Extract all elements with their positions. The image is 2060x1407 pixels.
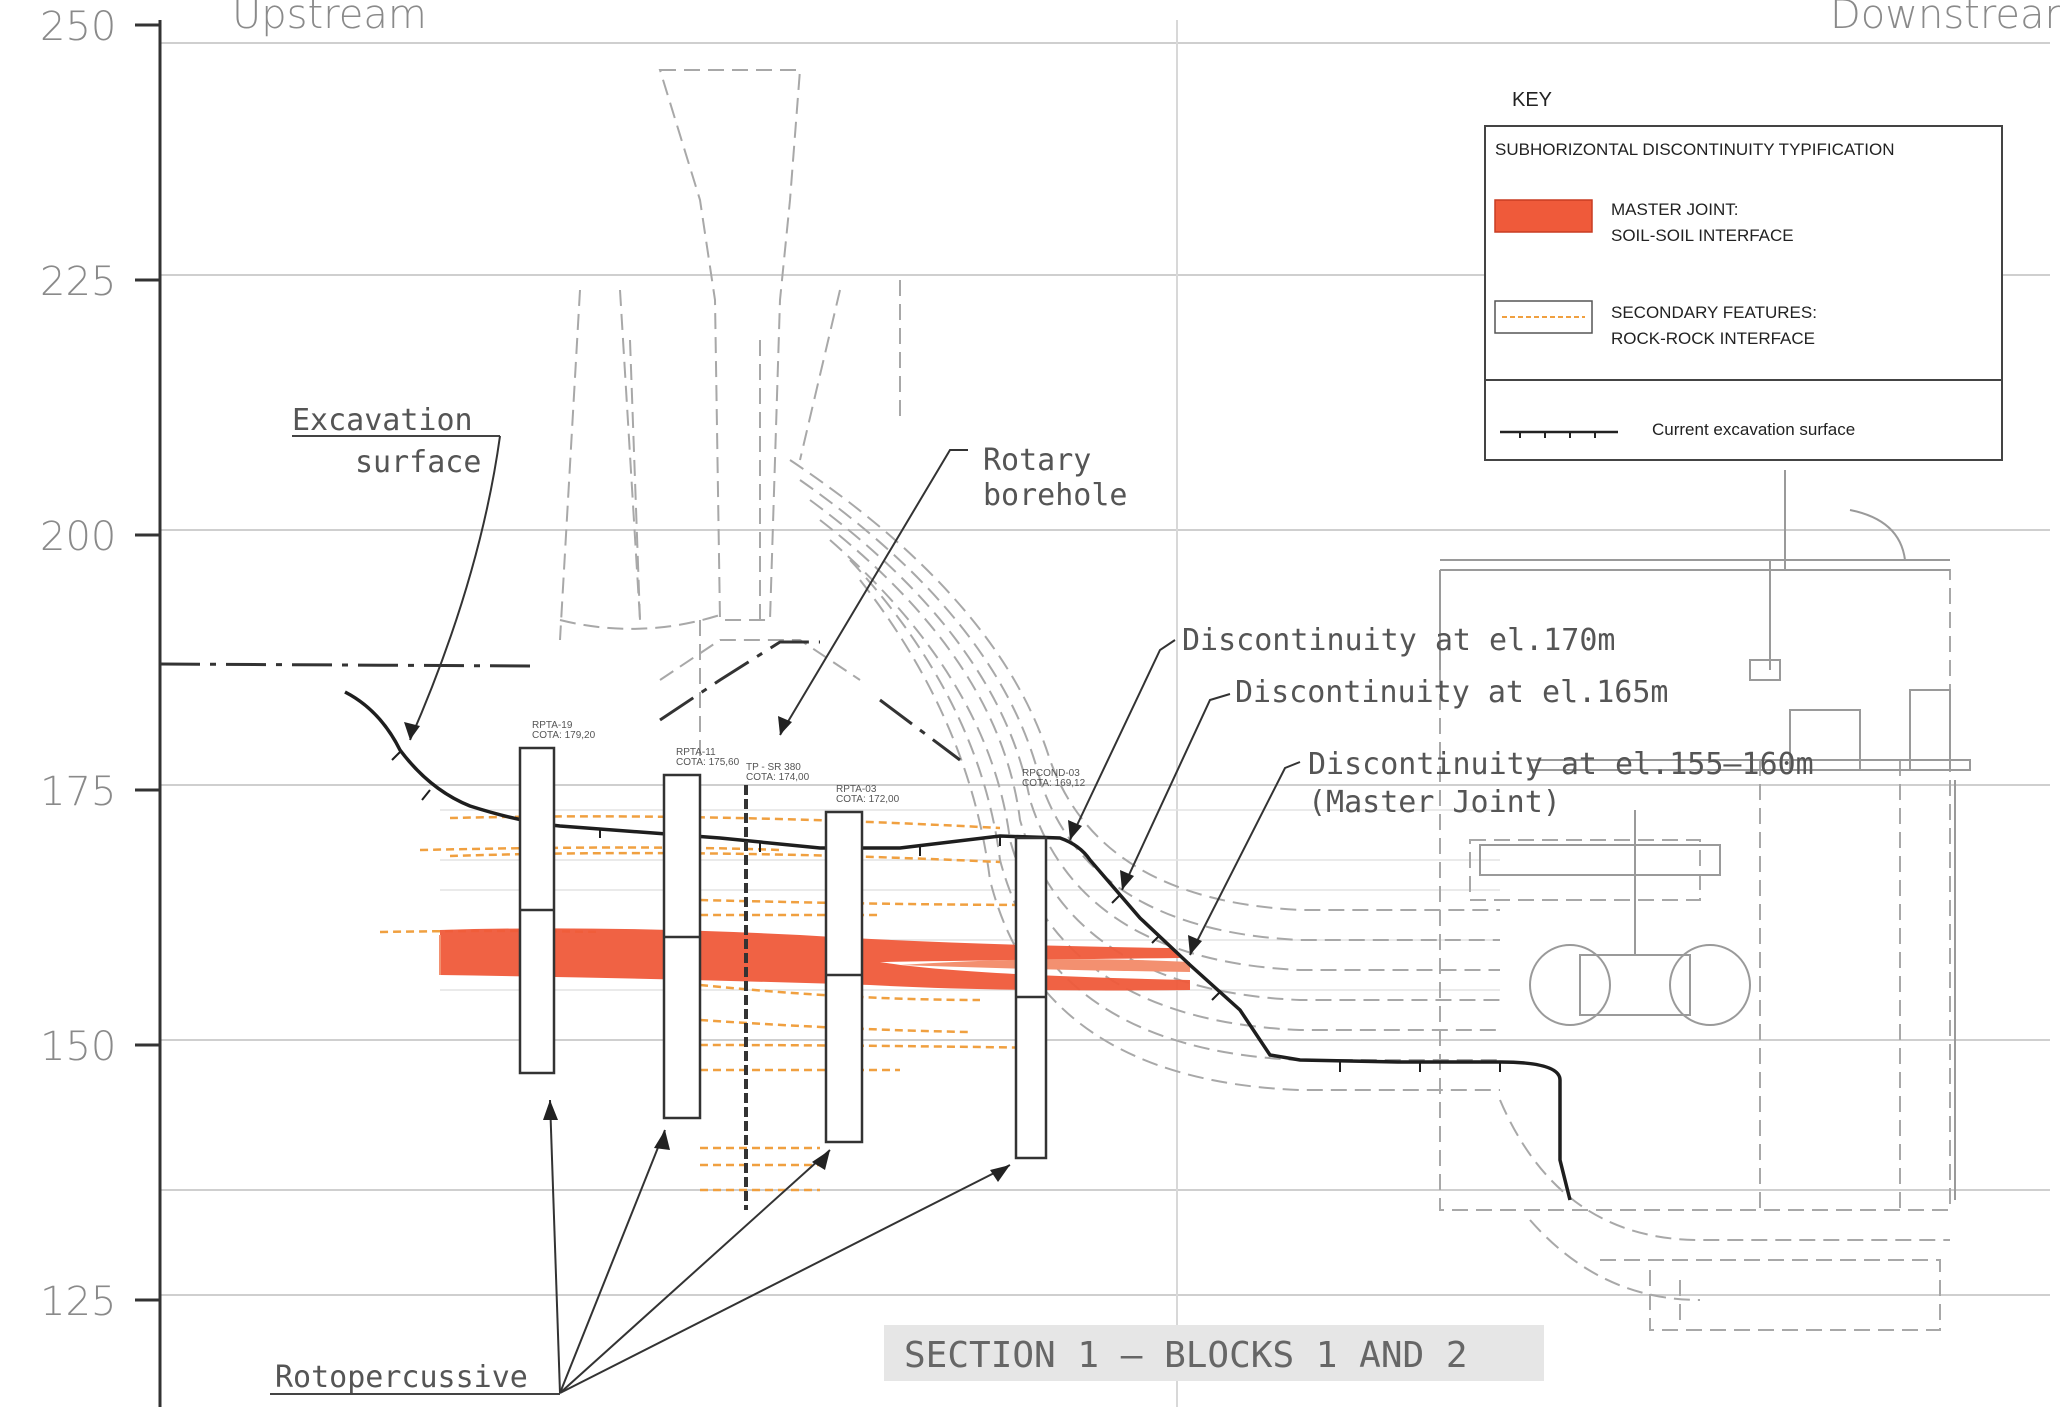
- axis-tick-225: 225: [40, 259, 116, 305]
- borehole-cota-rpcond-03: COTA: 169,12: [1022, 778, 1086, 789]
- borehole-cota-rpta-19: COTA: 179,20: [532, 730, 596, 741]
- secondary-features: [379, 815, 1051, 1192]
- rotary-borehole-label-2: borehole: [983, 478, 1128, 513]
- legend-secondary-line2: ROCK-ROCK INTERFACE: [1611, 329, 1815, 348]
- section-title: SECTION 1 – BLOCKS 1 AND 2: [904, 1335, 1468, 1376]
- downstream-label: Downstream: [1830, 0, 2060, 38]
- rotary-borehole-label-1: Rotary: [983, 443, 1091, 478]
- borehole-label-rpcond-03: RPCOND-03: [1022, 768, 1080, 779]
- axis-tick-200: 200: [40, 514, 116, 560]
- excavation-surface-label-2: surface: [355, 445, 481, 480]
- rotopercussive-label: Rotopercussive: [275, 1360, 528, 1395]
- upstream-label: Upstream: [232, 0, 427, 38]
- borehole-label-rpta-19: RPTA-19: [532, 720, 573, 731]
- axis-tick-175: 175: [40, 769, 116, 815]
- legend-excavation-label: Current excavation surface: [1652, 420, 1855, 439]
- borehole-label-tp-sr380: TP - SR 380: [746, 762, 801, 773]
- axis-tick-150: 150: [40, 1024, 116, 1070]
- master-joint-label: (Master Joint): [1308, 785, 1561, 820]
- borehole-cota-tp-sr380: COTA: 174,00: [746, 772, 810, 783]
- legend-box: SUBHORIZONTAL DISCONTINUITY TYPIFICATION…: [1484, 125, 2003, 461]
- borehole-cota-rpta-11: COTA: 175,60: [676, 757, 740, 768]
- boreholes: [518, 746, 1048, 1160]
- legend-secondary-line1: SECONDARY FEATURES:: [1611, 303, 1817, 322]
- legend-master-line1: MASTER JOINT:: [1611, 200, 1739, 219]
- axis-tick-125: 125: [40, 1279, 116, 1325]
- legend-master-swatch: [1494, 199, 1593, 233]
- axis-tick-250: 250: [40, 4, 116, 50]
- borehole-label-rpta-11: RPTA-11: [676, 747, 716, 758]
- legend-master-line2: SOIL-SOIL INTERFACE: [1611, 226, 1794, 245]
- borehole-label-rpta-03: RPTA-03: [836, 784, 877, 795]
- key-title: KEY: [1512, 89, 1552, 111]
- legend-header: SUBHORIZONTAL DISCONTINUITY TYPIFICATION: [1495, 140, 1895, 159]
- original-ground-line: [159, 640, 961, 762]
- excavation-surface-label-1: Excavation: [292, 403, 473, 438]
- leader-lines: [409, 435, 1301, 1394]
- borehole-rpta-11: [662, 773, 702, 1120]
- axis-ticks: [135, 23, 160, 1302]
- section-title-box: SECTION 1 – BLOCKS 1 AND 2: [884, 1325, 1544, 1381]
- borehole-cota-rpta-03: COTA: 172,00: [836, 794, 900, 805]
- disc-170-label: Discontinuity at el.170m: [1182, 623, 1615, 658]
- disc-155-160-label: Discontinuity at el.155–160m: [1308, 747, 1814, 782]
- powerhouse-detail: [1439, 470, 1971, 1200]
- disc-165-label: Discontinuity at el.165m: [1235, 675, 1668, 710]
- borehole-rpta-03: [824, 810, 864, 1144]
- excavation-surface-line: [344, 690, 1572, 1201]
- leader-arrowheads: [404, 716, 1202, 1182]
